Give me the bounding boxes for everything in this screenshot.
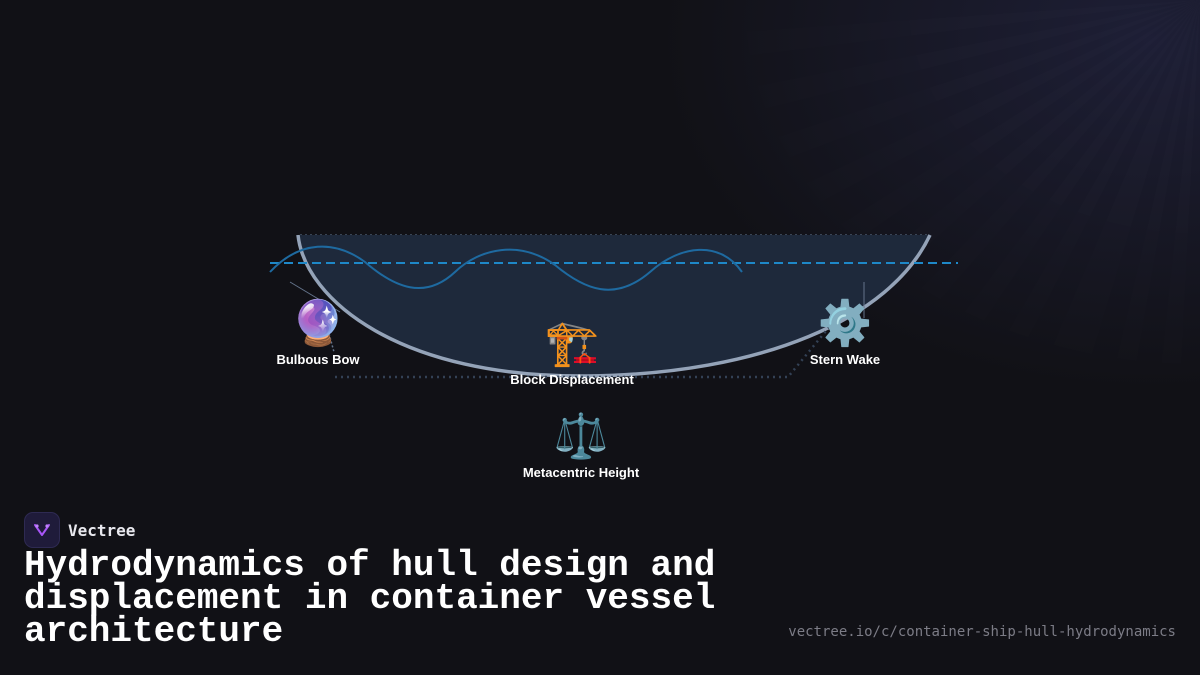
- node-label: Block Displacement: [510, 372, 634, 387]
- node-metacentric-height: ⚖️ Metacentric Height: [523, 411, 639, 480]
- bow-leader-line: [289, 281, 341, 313]
- node-stern-wake: ⚙️ Stern Wake: [810, 298, 880, 367]
- node-label: Metacentric Height: [522, 465, 640, 480]
- brand[interactable]: Vectree: [24, 512, 135, 548]
- node-bulbous-bow: 🔮 Bulbous Bow: [276, 298, 359, 367]
- node-label: Bulbous Bow: [276, 352, 360, 367]
- balance-scale-icon: ⚖️: [553, 412, 609, 461]
- node-block-displacement: 🏗️ Block Displacement: [510, 318, 634, 387]
- wave-line: [269, 245, 743, 291]
- node-label: Stern Wake: [809, 352, 881, 367]
- gear-icon: ⚙️: [817, 299, 873, 348]
- keel-line: [335, 319, 836, 379]
- vectree-logo-icon: [24, 512, 60, 548]
- page-url[interactable]: vectree.io/c/container-ship-hull-hydrody…: [788, 624, 1176, 640]
- brand-name: Vectree: [68, 520, 136, 540]
- crane-icon: 🏗️: [544, 319, 600, 368]
- page-title: Hydrodynamics of hull design and displac…: [24, 545, 716, 652]
- crystal-ball-icon: 🔮: [290, 299, 346, 348]
